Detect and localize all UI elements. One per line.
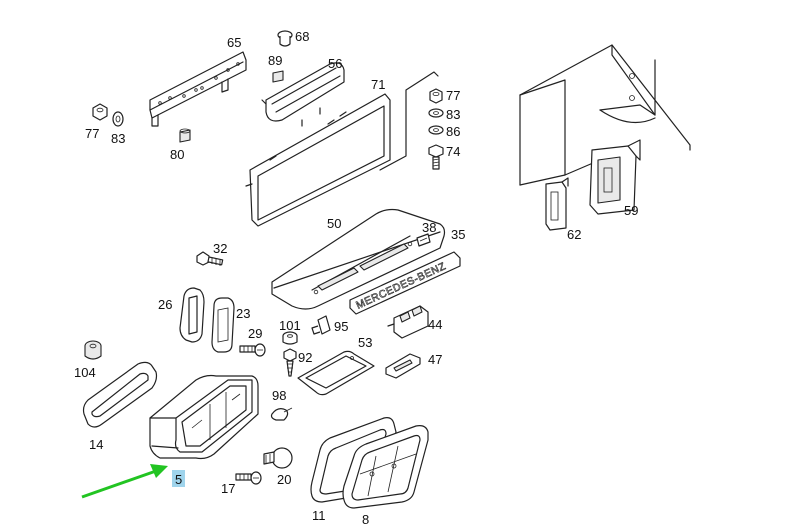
label-98[interactable]: 98	[272, 388, 286, 403]
screw-17[interactable]	[235, 471, 262, 485]
washer-86[interactable]	[428, 125, 444, 135]
nut-77-right[interactable]	[429, 88, 443, 104]
label-104[interactable]: 104	[74, 365, 96, 380]
plug-38[interactable]	[416, 233, 431, 247]
label-92[interactable]: 92	[298, 350, 312, 365]
license-lamp-housing-50[interactable]	[271, 208, 446, 310]
lamp-socket-56[interactable]	[261, 62, 345, 127]
side-lens-62[interactable]	[545, 177, 569, 231]
gasket-26[interactable]	[179, 287, 205, 343]
label-44[interactable]: 44	[428, 317, 442, 332]
label-83-left[interactable]: 83	[111, 131, 125, 146]
label-38[interactable]: 38	[422, 220, 436, 235]
label-71[interactable]: 71	[371, 77, 385, 92]
wedge-bulb-98[interactable]	[270, 407, 293, 421]
spacer-80[interactable]	[179, 128, 191, 143]
label-26[interactable]: 26	[158, 297, 172, 312]
screw-29[interactable]	[239, 343, 266, 357]
label-95[interactable]: 95	[334, 319, 348, 334]
tail-lamp-lens-8[interactable]	[342, 425, 429, 509]
vehicle-body-corner	[519, 44, 691, 186]
label-23[interactable]: 23	[236, 306, 250, 321]
label-77-left[interactable]: 77	[85, 126, 99, 141]
label-32[interactable]: 32	[213, 241, 227, 256]
part-labels: 65 68 89 56 71 77 83 86 74 77 83 80 59 6…	[74, 29, 638, 526]
spacer-89[interactable]	[272, 70, 284, 83]
label-53[interactable]: 53	[358, 335, 372, 350]
label-77-right[interactable]: 77	[446, 88, 460, 103]
label-86[interactable]: 86	[446, 124, 460, 139]
label-89[interactable]: 89	[268, 53, 282, 68]
washer-83-left[interactable]	[112, 111, 124, 127]
label-47[interactable]: 47	[428, 352, 442, 367]
highlight-box-5	[172, 470, 185, 487]
license-lamp-lens-53[interactable]	[297, 350, 375, 396]
label-65[interactable]: 65	[227, 35, 241, 50]
bolt-74[interactable]	[428, 144, 444, 170]
seal-14[interactable]	[82, 361, 158, 428]
label-80[interactable]: 80	[170, 147, 184, 162]
nut-77-left[interactable]	[92, 103, 108, 121]
grommet-104[interactable]	[84, 340, 102, 360]
label-29[interactable]: 29	[248, 326, 262, 341]
side-marker-lamp-59[interactable]	[589, 139, 641, 215]
grommet-101[interactable]	[282, 331, 298, 345]
gasket-47[interactable]	[385, 353, 421, 379]
tail-lamp-housing-5[interactable]	[149, 374, 259, 460]
label-20[interactable]: 20	[277, 472, 291, 487]
label-35[interactable]: 35	[451, 227, 465, 242]
label-101[interactable]: 101	[279, 318, 301, 333]
label-56[interactable]: 56	[328, 56, 342, 71]
lens-gasket-11[interactable]	[310, 417, 397, 503]
label-11[interactable]: 11	[312, 508, 326, 523]
label-62[interactable]: 62	[567, 227, 581, 242]
label-59[interactable]: 59	[624, 203, 638, 218]
washer-83-right[interactable]	[428, 108, 444, 118]
connector-95[interactable]	[311, 315, 331, 335]
lens-23[interactable]	[211, 297, 235, 353]
screw-92[interactable]	[283, 348, 297, 377]
label-8[interactable]: 8	[362, 512, 369, 526]
label-83-right[interactable]: 83	[446, 107, 460, 122]
bulb-20[interactable]	[263, 447, 293, 469]
lamp-socket-44[interactable]	[387, 305, 429, 339]
reflector-panel-71[interactable]	[245, 93, 391, 227]
pointer-arrow	[81, 464, 168, 499]
label-14[interactable]: 14	[89, 437, 103, 452]
mounting-bracket-65[interactable]	[149, 51, 247, 127]
label-74[interactable]: 74	[446, 144, 460, 159]
push-clip-68[interactable]	[277, 30, 293, 47]
label-17[interactable]: 17	[221, 481, 235, 496]
callout-line-71	[379, 71, 439, 171]
label-68[interactable]: 68	[295, 29, 309, 44]
screw-32[interactable]	[196, 251, 224, 266]
label-5[interactable]: 5	[175, 472, 182, 487]
label-50[interactable]: 50	[327, 216, 341, 231]
